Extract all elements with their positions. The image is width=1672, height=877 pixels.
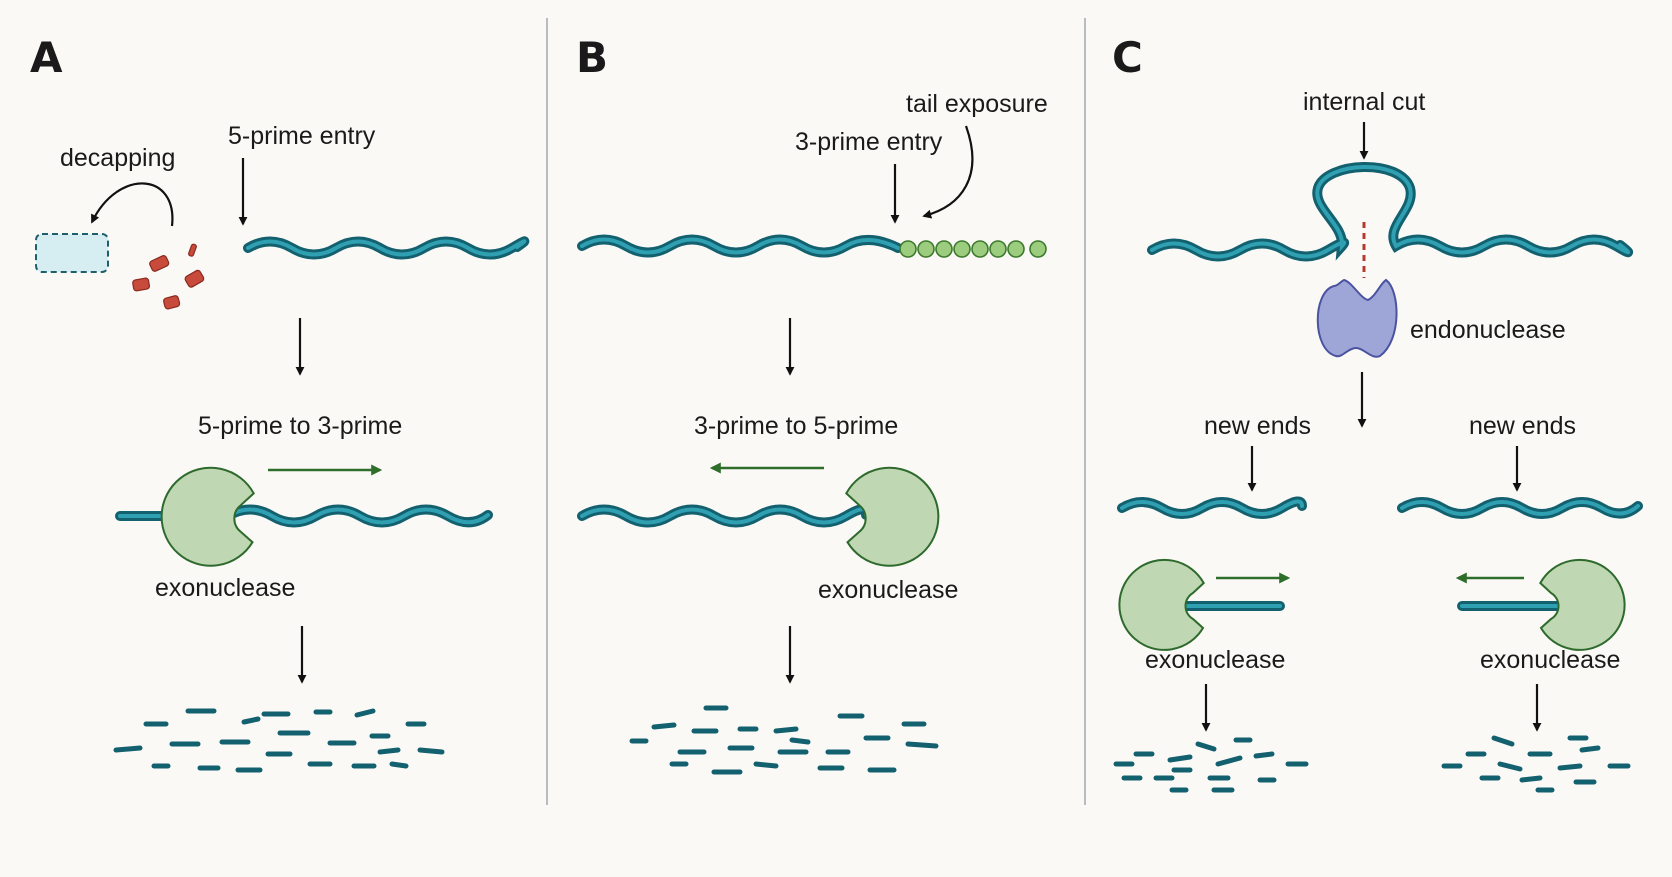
degrading-strand-b — [577, 504, 872, 528]
panel-letter-b: B — [576, 33, 608, 82]
exonuclease-icon-a — [160, 466, 255, 567]
exonuclease-label-c-left: exonuclease — [1145, 646, 1285, 674]
rna-fragments-b — [629, 705, 939, 775]
panel-letter-a: A — [30, 33, 63, 82]
panel-a: A decapping 5-prime entry 5-prime to 3-p… — [30, 33, 530, 773]
5-prime-entry-label: 5-prime entry — [228, 122, 376, 150]
mrna-strand-a — [243, 236, 530, 260]
endonuclease-label: endonuclease — [1410, 316, 1566, 344]
panel-letter-c: C — [1112, 33, 1143, 82]
decapping-label: decapping — [60, 144, 175, 172]
rna-fragments-c-left — [1113, 737, 1309, 793]
mrna-strand-b — [577, 234, 903, 258]
removed-cap-box — [35, 233, 109, 273]
fragment-strand-left — [1117, 496, 1307, 519]
exonuclease-icon-c-right — [1539, 558, 1626, 651]
decapping-arrow — [91, 182, 174, 227]
tail-exposure-label: tail exposure — [906, 90, 1048, 118]
internal-cut-label: internal cut — [1303, 88, 1425, 116]
rna-fragments-c-right — [1441, 735, 1631, 793]
tail-exposure-arrow — [922, 125, 974, 219]
new-ends-label-right: new ends — [1469, 412, 1576, 440]
new-ends-label-left: new ends — [1204, 412, 1311, 440]
exonuclease-label-a: exonuclease — [155, 574, 295, 602]
rna-fragments-a — [113, 708, 445, 773]
direction-label-b: 3-prime to 5-prime — [694, 412, 898, 440]
exonuclease-icon-b — [845, 466, 940, 567]
exonuclease-label-c-right: exonuclease — [1480, 646, 1620, 674]
panel-c: C internal cut endonuclease new ends exo… — [1112, 33, 1643, 793]
endonuclease-icon — [1316, 278, 1398, 358]
exonuclease-label-b: exonuclease — [818, 576, 958, 604]
exonuclease-icon-c-left — [1118, 558, 1205, 651]
3-prime-entry-label: 3-prime entry — [795, 128, 943, 156]
panel-b: B tail exposure 3-prime entry 3-prime to… — [576, 33, 1048, 775]
cap-fragments-icon — [132, 243, 205, 310]
mrna-loop-strand — [1147, 162, 1633, 262]
poly-a-tail-icon — [899, 240, 1047, 258]
direction-label-a: 5-prime to 3-prime — [198, 412, 402, 440]
fragment-strand-right — [1397, 497, 1643, 519]
